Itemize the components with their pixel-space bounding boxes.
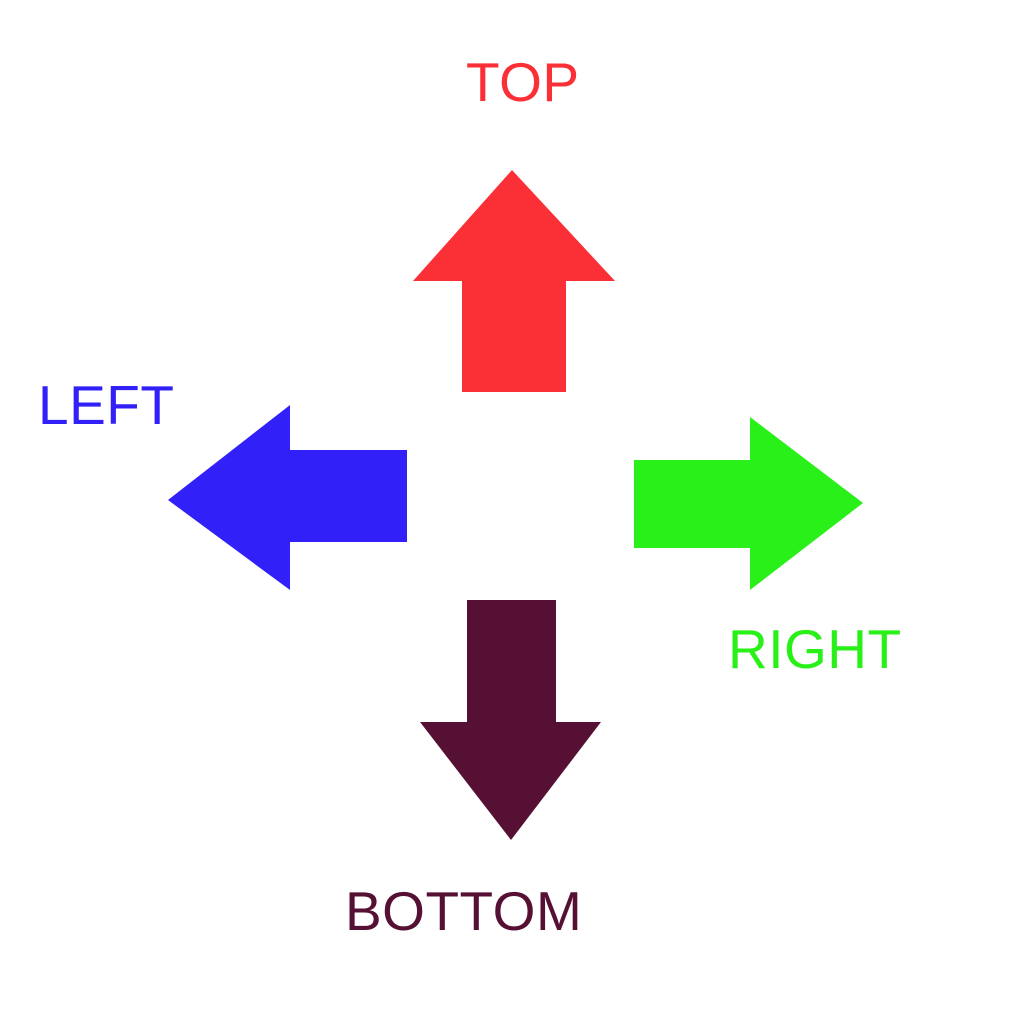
label-bottom: BOTTOM [345,880,583,942]
label-right: RIGHT [728,618,902,680]
arrow-left-icon[interactable] [168,405,407,590]
arrow-down-icon[interactable] [420,600,601,840]
label-left: LEFT [38,374,175,436]
label-top: TOP [466,51,580,113]
arrow-right-icon[interactable] [634,417,863,590]
arrow-up-icon[interactable] [413,170,615,392]
